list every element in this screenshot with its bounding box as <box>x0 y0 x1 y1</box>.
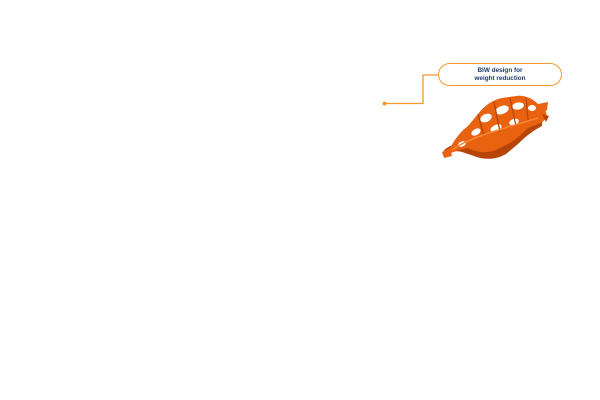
frame-shadow <box>444 120 542 159</box>
callout-box: BIW design for weight reduction <box>438 63 562 86</box>
frame-rear <box>538 102 548 114</box>
frame-rear <box>542 114 549 122</box>
frame-cutout <box>495 105 509 115</box>
frame-cutout <box>471 128 481 136</box>
frame-rail <box>451 117 539 151</box>
frame-cutout <box>509 118 519 126</box>
frame-strut <box>477 113 485 137</box>
frame-strut <box>493 101 501 133</box>
car-body-in-white-icon <box>442 95 549 159</box>
frame-strut <box>509 97 517 127</box>
frame-strut <box>525 97 529 121</box>
connector-line <box>384 74 438 105</box>
callout-label: BIW design for weight reduction <box>474 66 526 82</box>
frame-cutout <box>480 113 492 123</box>
frame-cutout <box>512 102 524 110</box>
frame-front <box>442 148 452 158</box>
frame-cutout <box>528 105 536 111</box>
